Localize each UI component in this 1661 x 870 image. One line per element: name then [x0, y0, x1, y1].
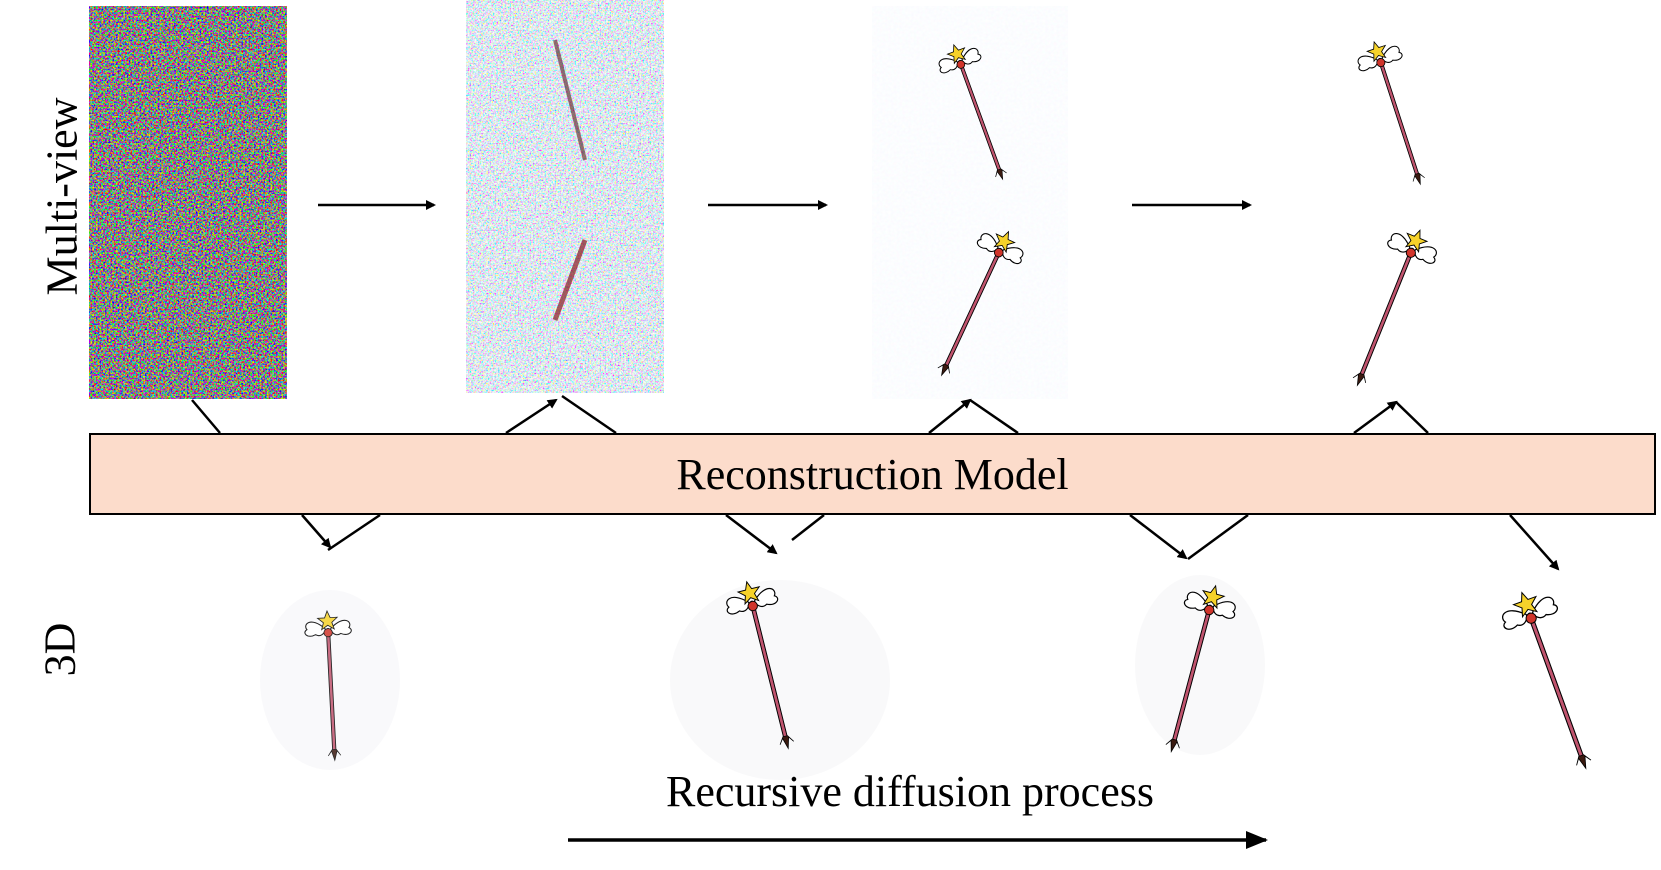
multiview-stage-2: [466, 0, 664, 393]
3d-stage-4: [1495, 583, 1612, 778]
3d-stage-3: [1135, 575, 1265, 758]
3d-stage-1: [260, 590, 400, 770]
multiview-stage-4: [1334, 35, 1443, 395]
row-label-3d: 3D: [35, 622, 85, 677]
process-label: Recursive diffusion process: [666, 767, 1154, 816]
3d-stage-2: [670, 576, 890, 780]
reconstruction-model-box: Reconstruction Model: [89, 433, 1656, 515]
multiview-stage-3: [872, 6, 1068, 399]
multiview-stage-1: [89, 6, 287, 399]
connector-arrows: [191, 394, 1560, 571]
row-label-multiview: Multi-view: [37, 97, 87, 296]
reconstruction-model-label: Reconstruction Model: [676, 449, 1069, 499]
